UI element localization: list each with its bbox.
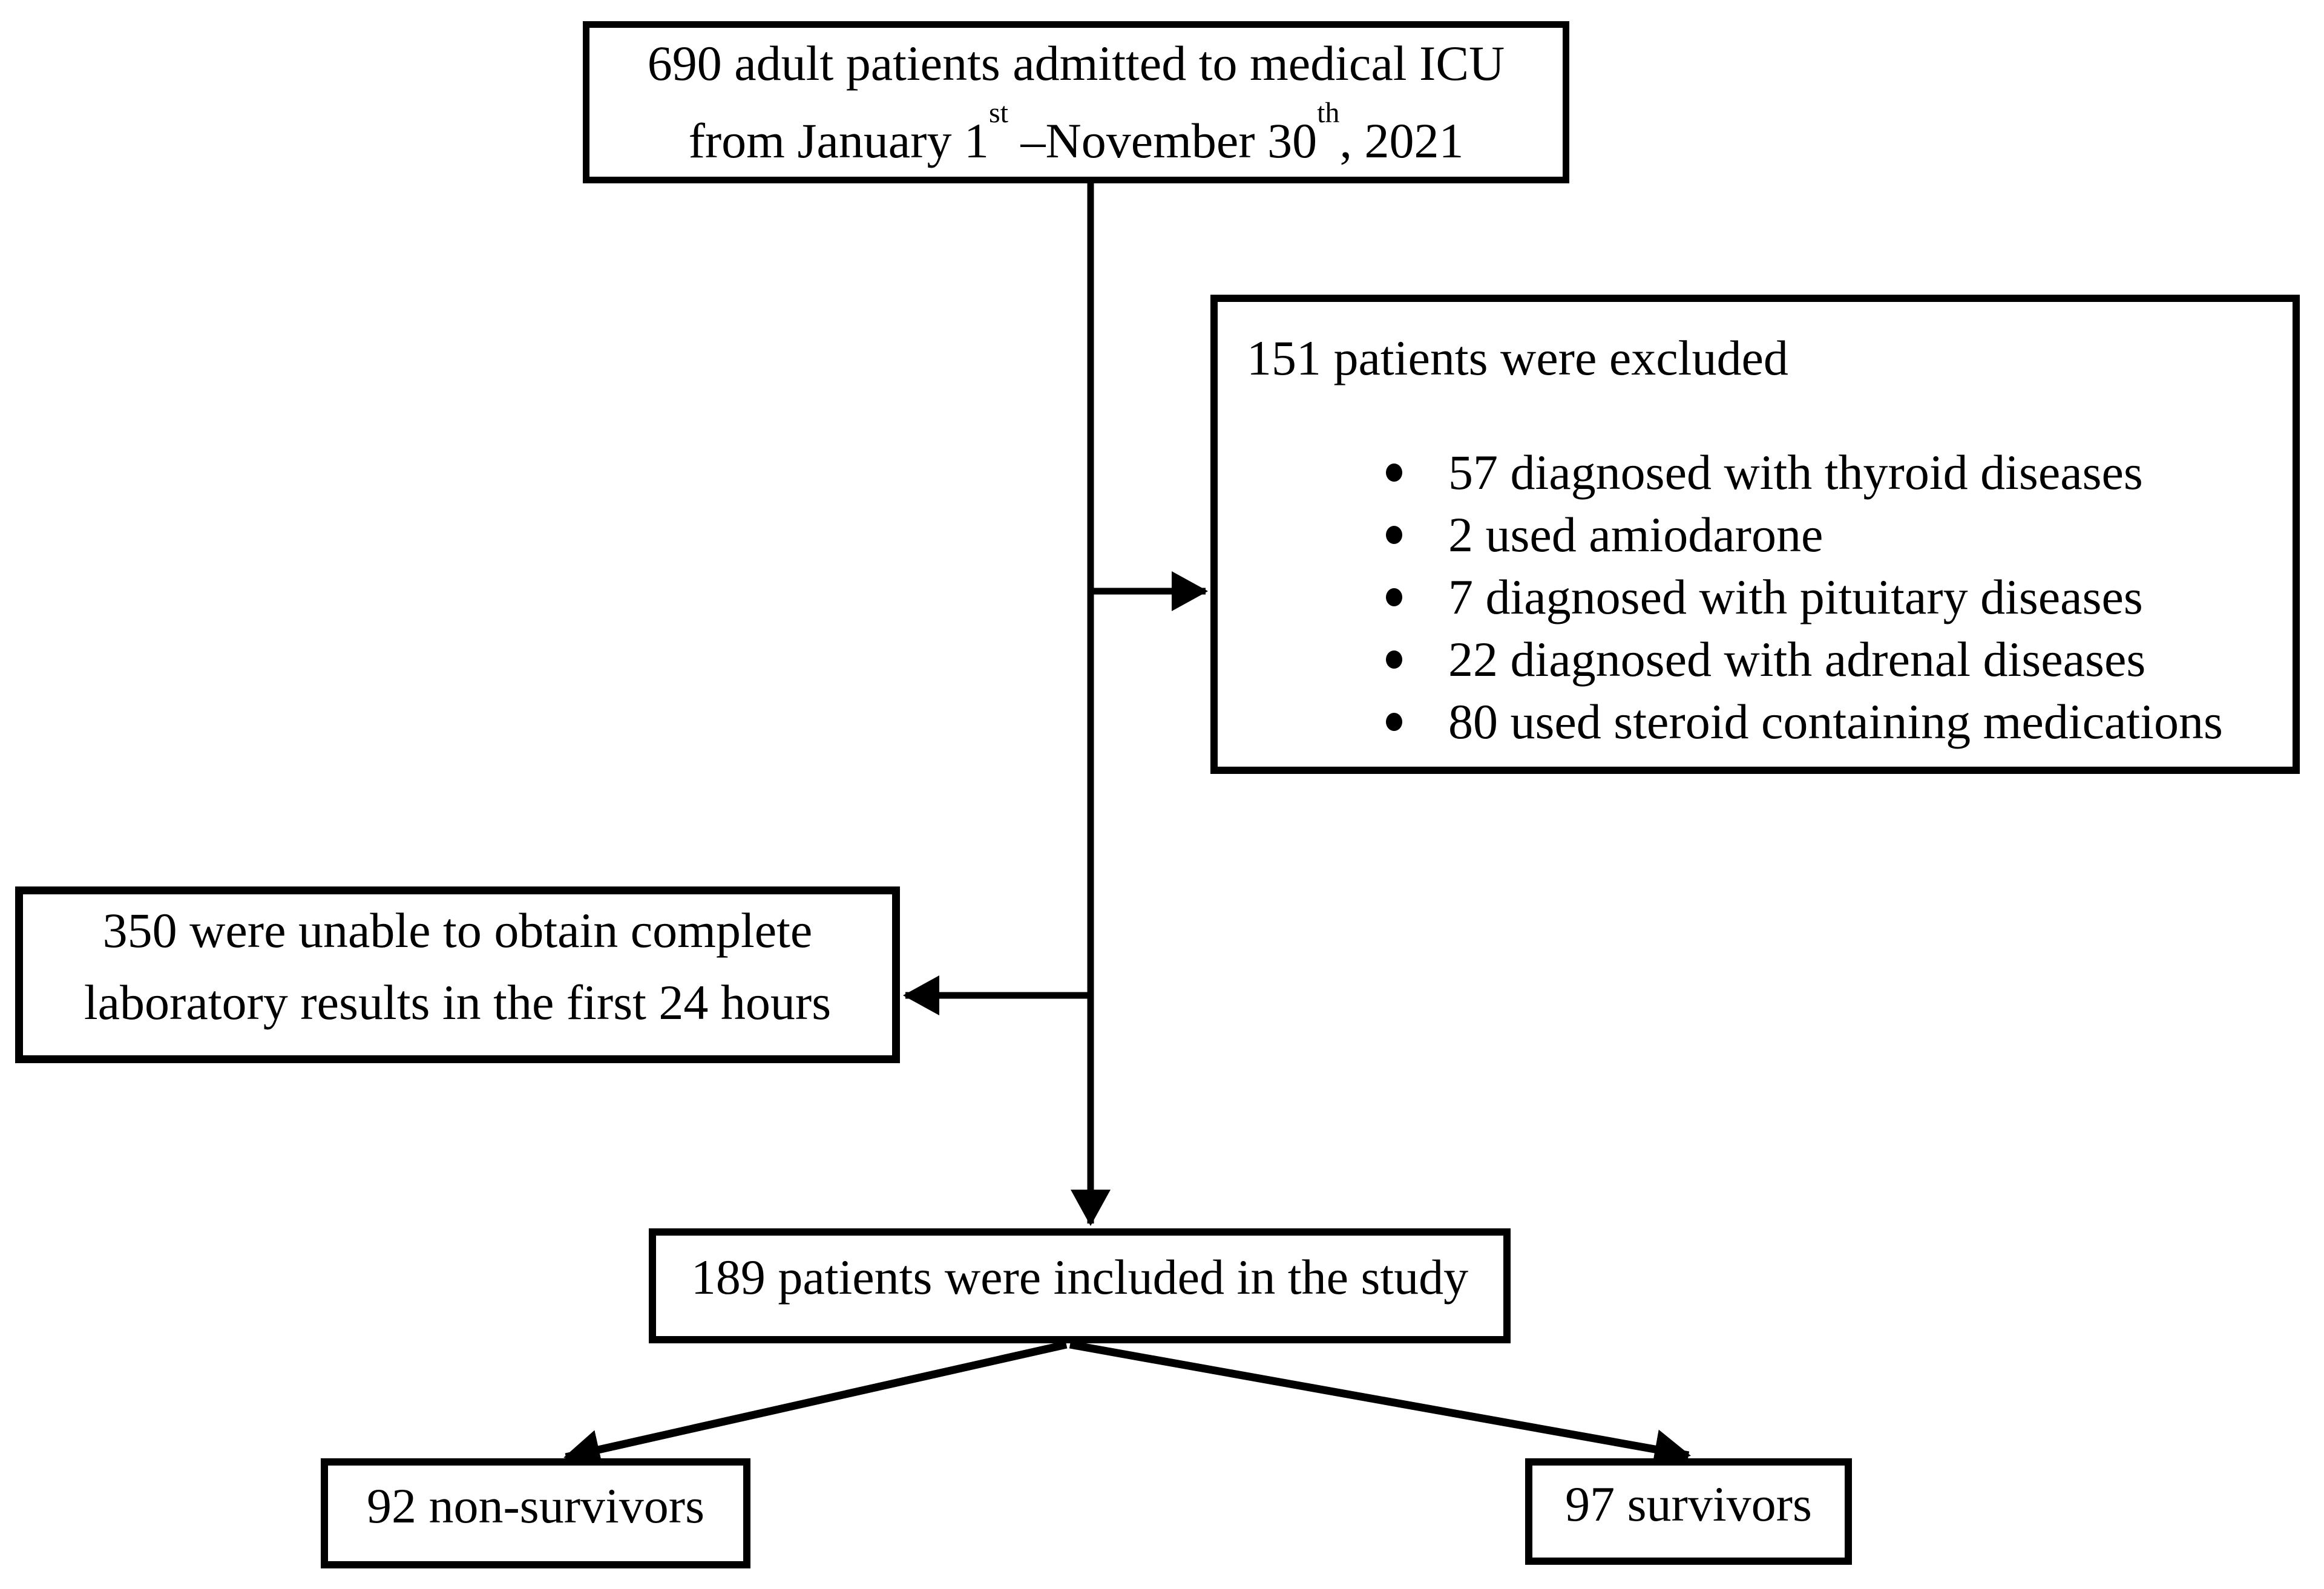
nonsurvivors-box: 92 non-survivors — [321, 1458, 750, 1568]
lab-line2: laboratory results in the first 24 hours — [84, 975, 832, 1030]
excluded-item: 57 diagnosed with thyroid diseases — [1386, 441, 2268, 503]
excluded-item: 7 diagnosed with pituitary diseases — [1386, 566, 2268, 628]
admitted-line2-part2: –November 30 — [1008, 113, 1318, 168]
bullet-icon — [1386, 525, 1402, 544]
arrow-to-survivors-box — [1069, 1340, 1691, 1469]
excluded-item: 2 used amiodarone — [1386, 503, 2268, 566]
survivors-box: 97 survivors — [1525, 1458, 1852, 1565]
survivors-label: 97 survivors — [1565, 1476, 1812, 1532]
admitted-line1: 690 adult patients admitted to medical I… — [647, 36, 1505, 91]
superscript-st: st — [988, 96, 1008, 129]
admitted-line2: from January 1st –November 30th, 2021 — [688, 98, 1464, 180]
included-label: 189 patients were included in the study — [691, 1249, 1469, 1305]
excluded-item: 80 used steroid containing medications — [1386, 690, 2268, 753]
arrow-to-nonsurvivors-box — [563, 1340, 1068, 1469]
excluded-item-label: 22 diagnosed with adrenal diseases — [1448, 632, 2146, 687]
bullet-icon — [1386, 712, 1402, 731]
excluded-item: 22 diagnosed with adrenal diseases — [1386, 628, 2268, 690]
admitted-line2-part3: , 2021 — [1339, 113, 1464, 168]
excluded-item-label: 2 used amiodarone — [1448, 507, 1823, 562]
lab-box: 350 were unable to obtain complete labor… — [15, 886, 900, 1063]
lab-line1: 350 were unable to obtain complete — [102, 903, 813, 958]
nonsurvivors-label: 92 non-survivors — [366, 1478, 705, 1533]
excluded-title: 151 patients were excluded — [1247, 330, 1788, 385]
excluded-box: 151 patients were excluded 57 diagnosed … — [1210, 295, 2300, 774]
admitted-line2-part1: from January 1 — [688, 113, 989, 168]
bullet-icon — [1386, 650, 1402, 669]
included-box: 189 patients were included in the study — [649, 1228, 1511, 1343]
admitted-box: 690 adult patients admitted to medical I… — [583, 21, 1569, 183]
excluded-item-label: 7 diagnosed with pituitary diseases — [1448, 569, 2143, 624]
excluded-item-label: 80 used steroid containing medications — [1448, 694, 2223, 749]
bullet-icon — [1386, 588, 1402, 606]
excluded-item-label: 57 diagnosed with thyroid diseases — [1448, 445, 2143, 500]
superscript-th: th — [1317, 96, 1340, 129]
bullet-icon — [1386, 463, 1402, 482]
excluded-list: 57 diagnosed with thyroid diseases 2 use… — [1247, 441, 2268, 753]
